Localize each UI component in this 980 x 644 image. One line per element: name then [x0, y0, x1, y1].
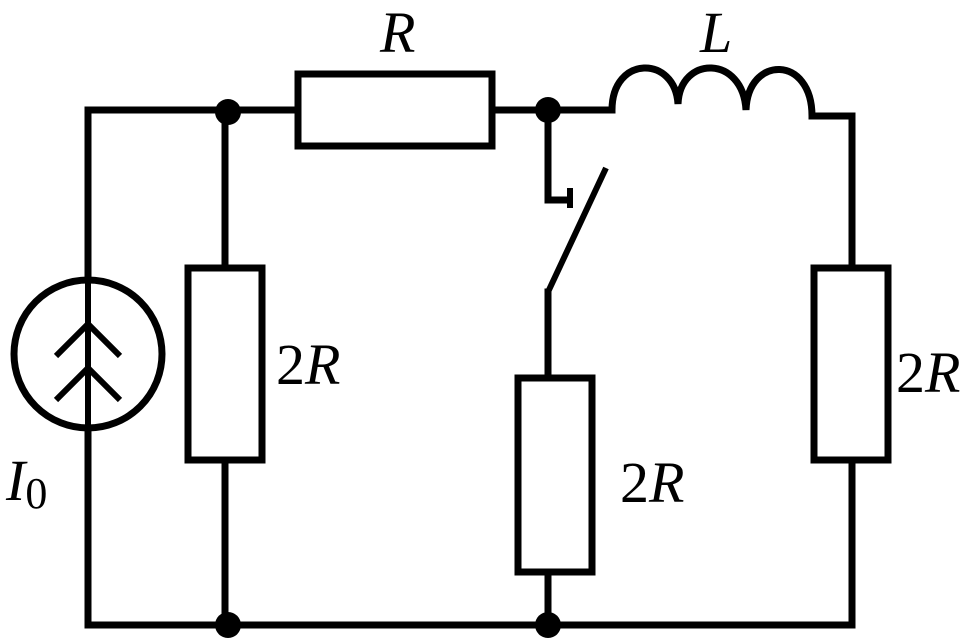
junctions — [215, 97, 561, 638]
junction-top-left — [215, 99, 241, 125]
label-middle-resistor: 2R — [620, 450, 684, 515]
label-left-resistor: 2R — [276, 332, 340, 397]
label-top-resistor-symbol: R — [379, 0, 415, 65]
label-source-subscript: 0 — [25, 469, 47, 518]
wire-left-bottom — [84, 426, 856, 629]
current-source-chevron-upper — [53, 319, 123, 359]
current-source-chevron-lower — [53, 363, 123, 403]
wire-left-top — [84, 106, 302, 282]
wire-inductor-right — [808, 112, 856, 272]
label-right-resistor-symbol: R — [924, 340, 960, 405]
label-top-resistor: R — [379, 0, 415, 65]
label-left-resistor-symbol: R — [304, 332, 340, 397]
junction-top-middle — [535, 97, 561, 123]
label-right-resistor: 2R — [896, 340, 960, 405]
junction-bottom-left — [215, 612, 241, 638]
label-inductor-symbol: L — [699, 0, 732, 65]
middle-resistor — [514, 374, 596, 576]
label-middle-resistor-coefficient: 2 — [620, 450, 649, 515]
switch — [545, 166, 609, 294]
switch-blade — [545, 166, 609, 294]
label-middle-resistor-symbol: R — [648, 450, 684, 515]
top-resistor — [294, 70, 496, 150]
left-resistor — [184, 264, 266, 464]
junction-bottom-middle — [535, 612, 561, 638]
inductor — [608, 64, 816, 120]
label-source: I0 — [5, 448, 47, 518]
label-right-resistor-coefficient: 2 — [896, 340, 925, 405]
label-source-symbol: I — [5, 448, 28, 513]
label-left-resistor-coefficient: 2 — [276, 332, 305, 397]
wire-switch-top — [544, 106, 572, 204]
current-source — [10, 276, 166, 452]
label-inductor: L — [699, 0, 732, 65]
right-resistor — [810, 264, 892, 464]
